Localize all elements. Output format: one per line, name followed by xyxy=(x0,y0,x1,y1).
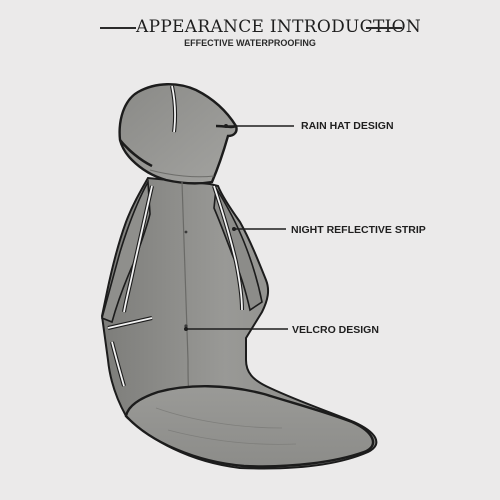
callout-rain-hat-design: RAIN HAT DESIGN xyxy=(301,120,394,132)
page-title: APPEARANCE INTRODUCTION xyxy=(136,17,422,37)
callout-velcro-design: VELCRO DESIGN xyxy=(292,324,379,336)
lower-reflective-strip xyxy=(107,316,153,387)
title-rule-left xyxy=(100,27,136,29)
callout-pointers xyxy=(184,124,294,331)
title-rule-right xyxy=(366,27,402,29)
left-sleeve xyxy=(101,179,154,324)
coat-hem-panel xyxy=(124,385,375,468)
page-subtitle: EFFECTIVE WATERPROOFING xyxy=(184,38,316,48)
callout-night-reflective-strip: NIGHT REFLECTIVE STRIP xyxy=(291,224,426,236)
rain-hat-hood xyxy=(118,83,238,185)
right-sleeve xyxy=(212,185,263,312)
header: APPEARANCE INTRODUCTION EFFECTIVE WATERP… xyxy=(0,0,500,60)
